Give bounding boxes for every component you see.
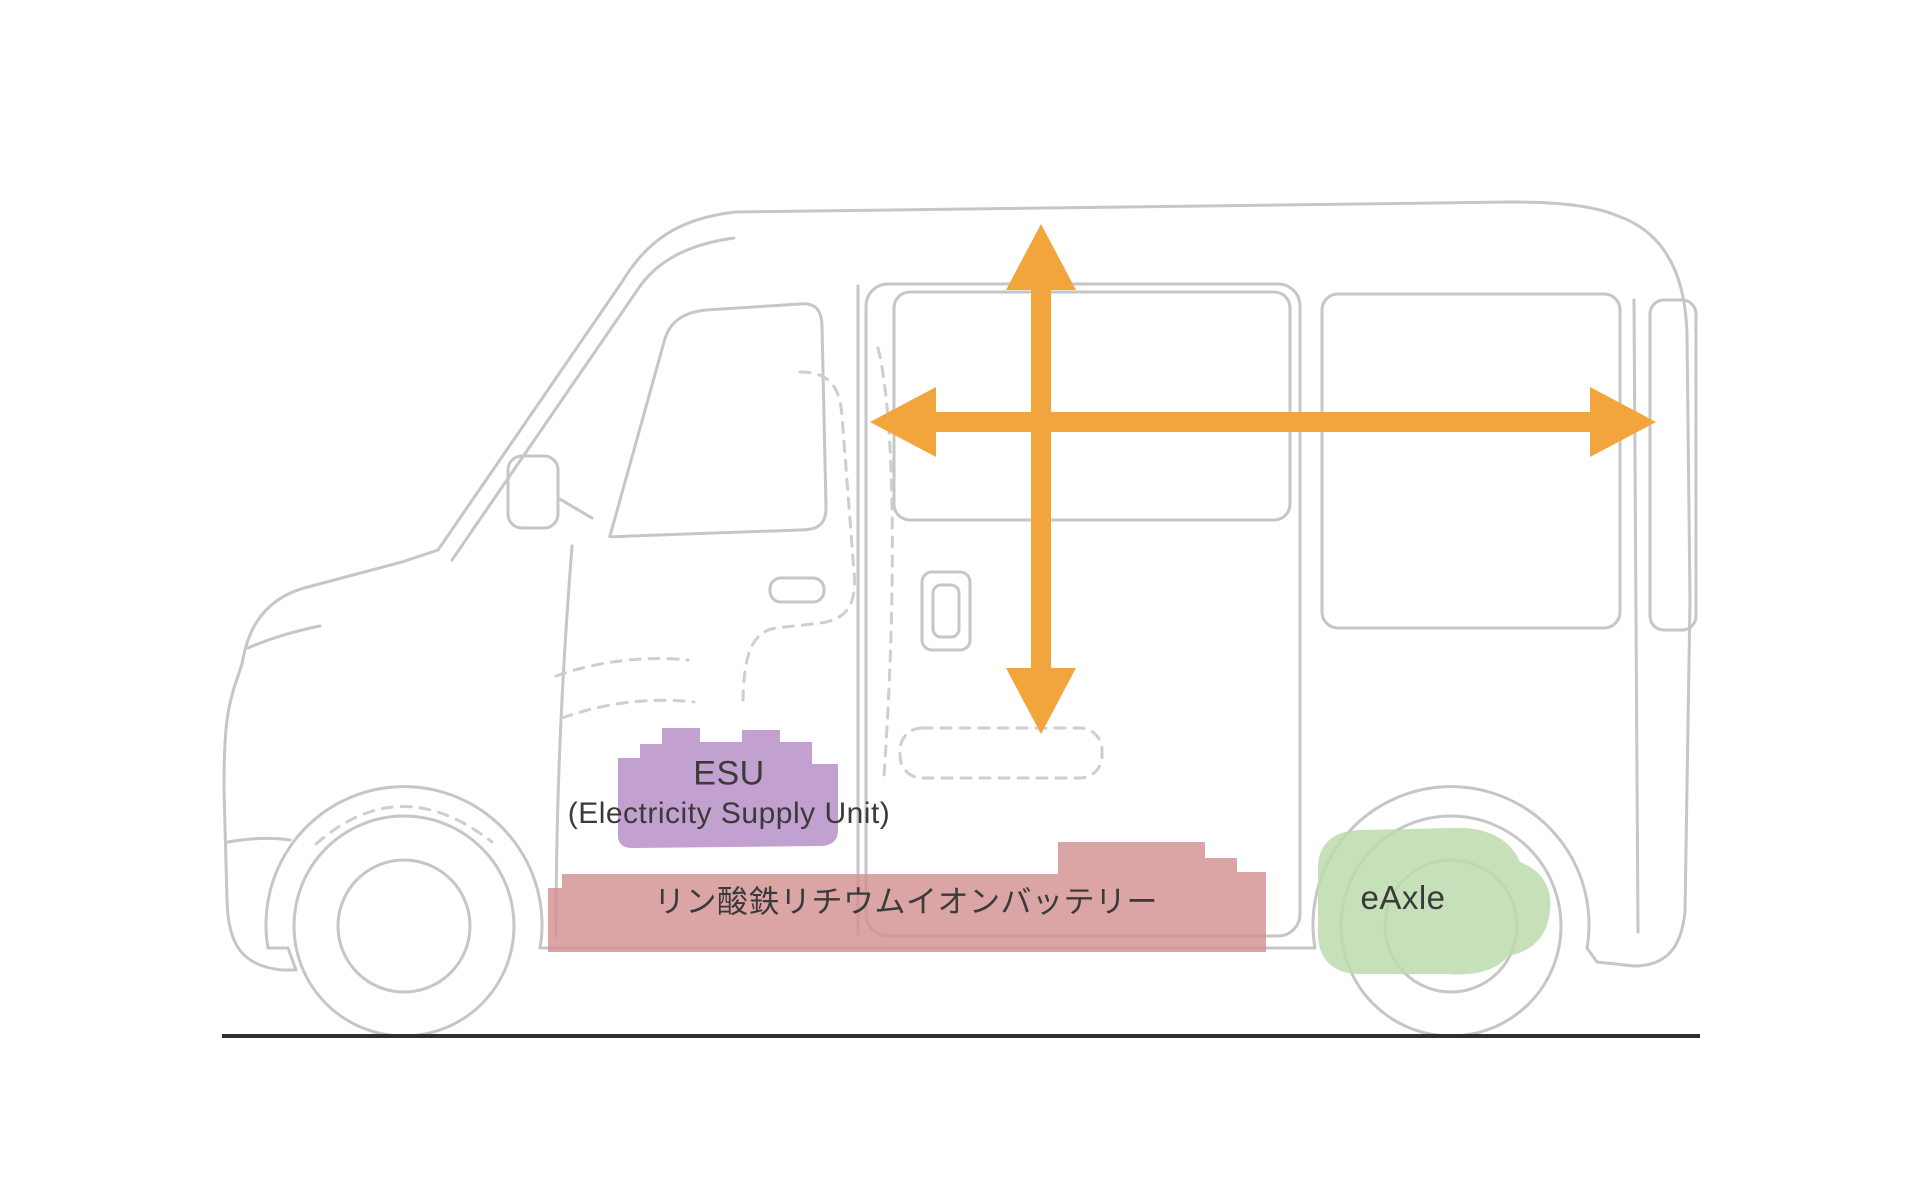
bumper-detail-line [226,836,292,844]
quarter-window [1320,292,1622,630]
rear-door-seam [1632,298,1640,934]
eaxle-label: eAxle [1360,879,1446,916]
front-door-handle [768,576,826,604]
battery-label: リン酸鉄リチウムイオンバッテリー [654,884,1158,920]
front-fender-dashed-line [314,805,494,846]
side-mirror [506,454,560,530]
battery-highlight [548,842,1266,952]
front-wheel-rim [336,858,472,994]
sliding-door-handle [920,570,972,652]
esu-highlight [618,728,838,848]
horizontal-dimension-arrow [870,387,1656,457]
front-wheel-tire [292,814,516,1038]
rear-window-strip [1648,298,1698,632]
sliding-door-window [892,290,1292,522]
a-pillar-inner-line [450,236,736,562]
mirror-arm [556,496,594,520]
hood-detail-line [246,624,322,650]
step-dashed-outline [898,726,1104,780]
driver-window [608,302,828,539]
esu-subtitle-label: (Electricity Supply Unit) [567,797,891,830]
vertical-dimension-arrow [1006,224,1076,734]
esu-label: ESU [693,754,765,793]
dash-panel-line-1 [554,657,690,678]
sliding-door-handle-inner [931,583,961,639]
dash-panel-line-2 [560,698,696,720]
door-inner-dashed-line [876,346,894,778]
eaxle-highlight [1318,827,1551,975]
van-body-silhouette [222,200,1692,972]
van-dashed-details [314,346,1104,846]
seat-dashed-outline [741,370,857,702]
sliding-door-outline [864,282,1302,938]
